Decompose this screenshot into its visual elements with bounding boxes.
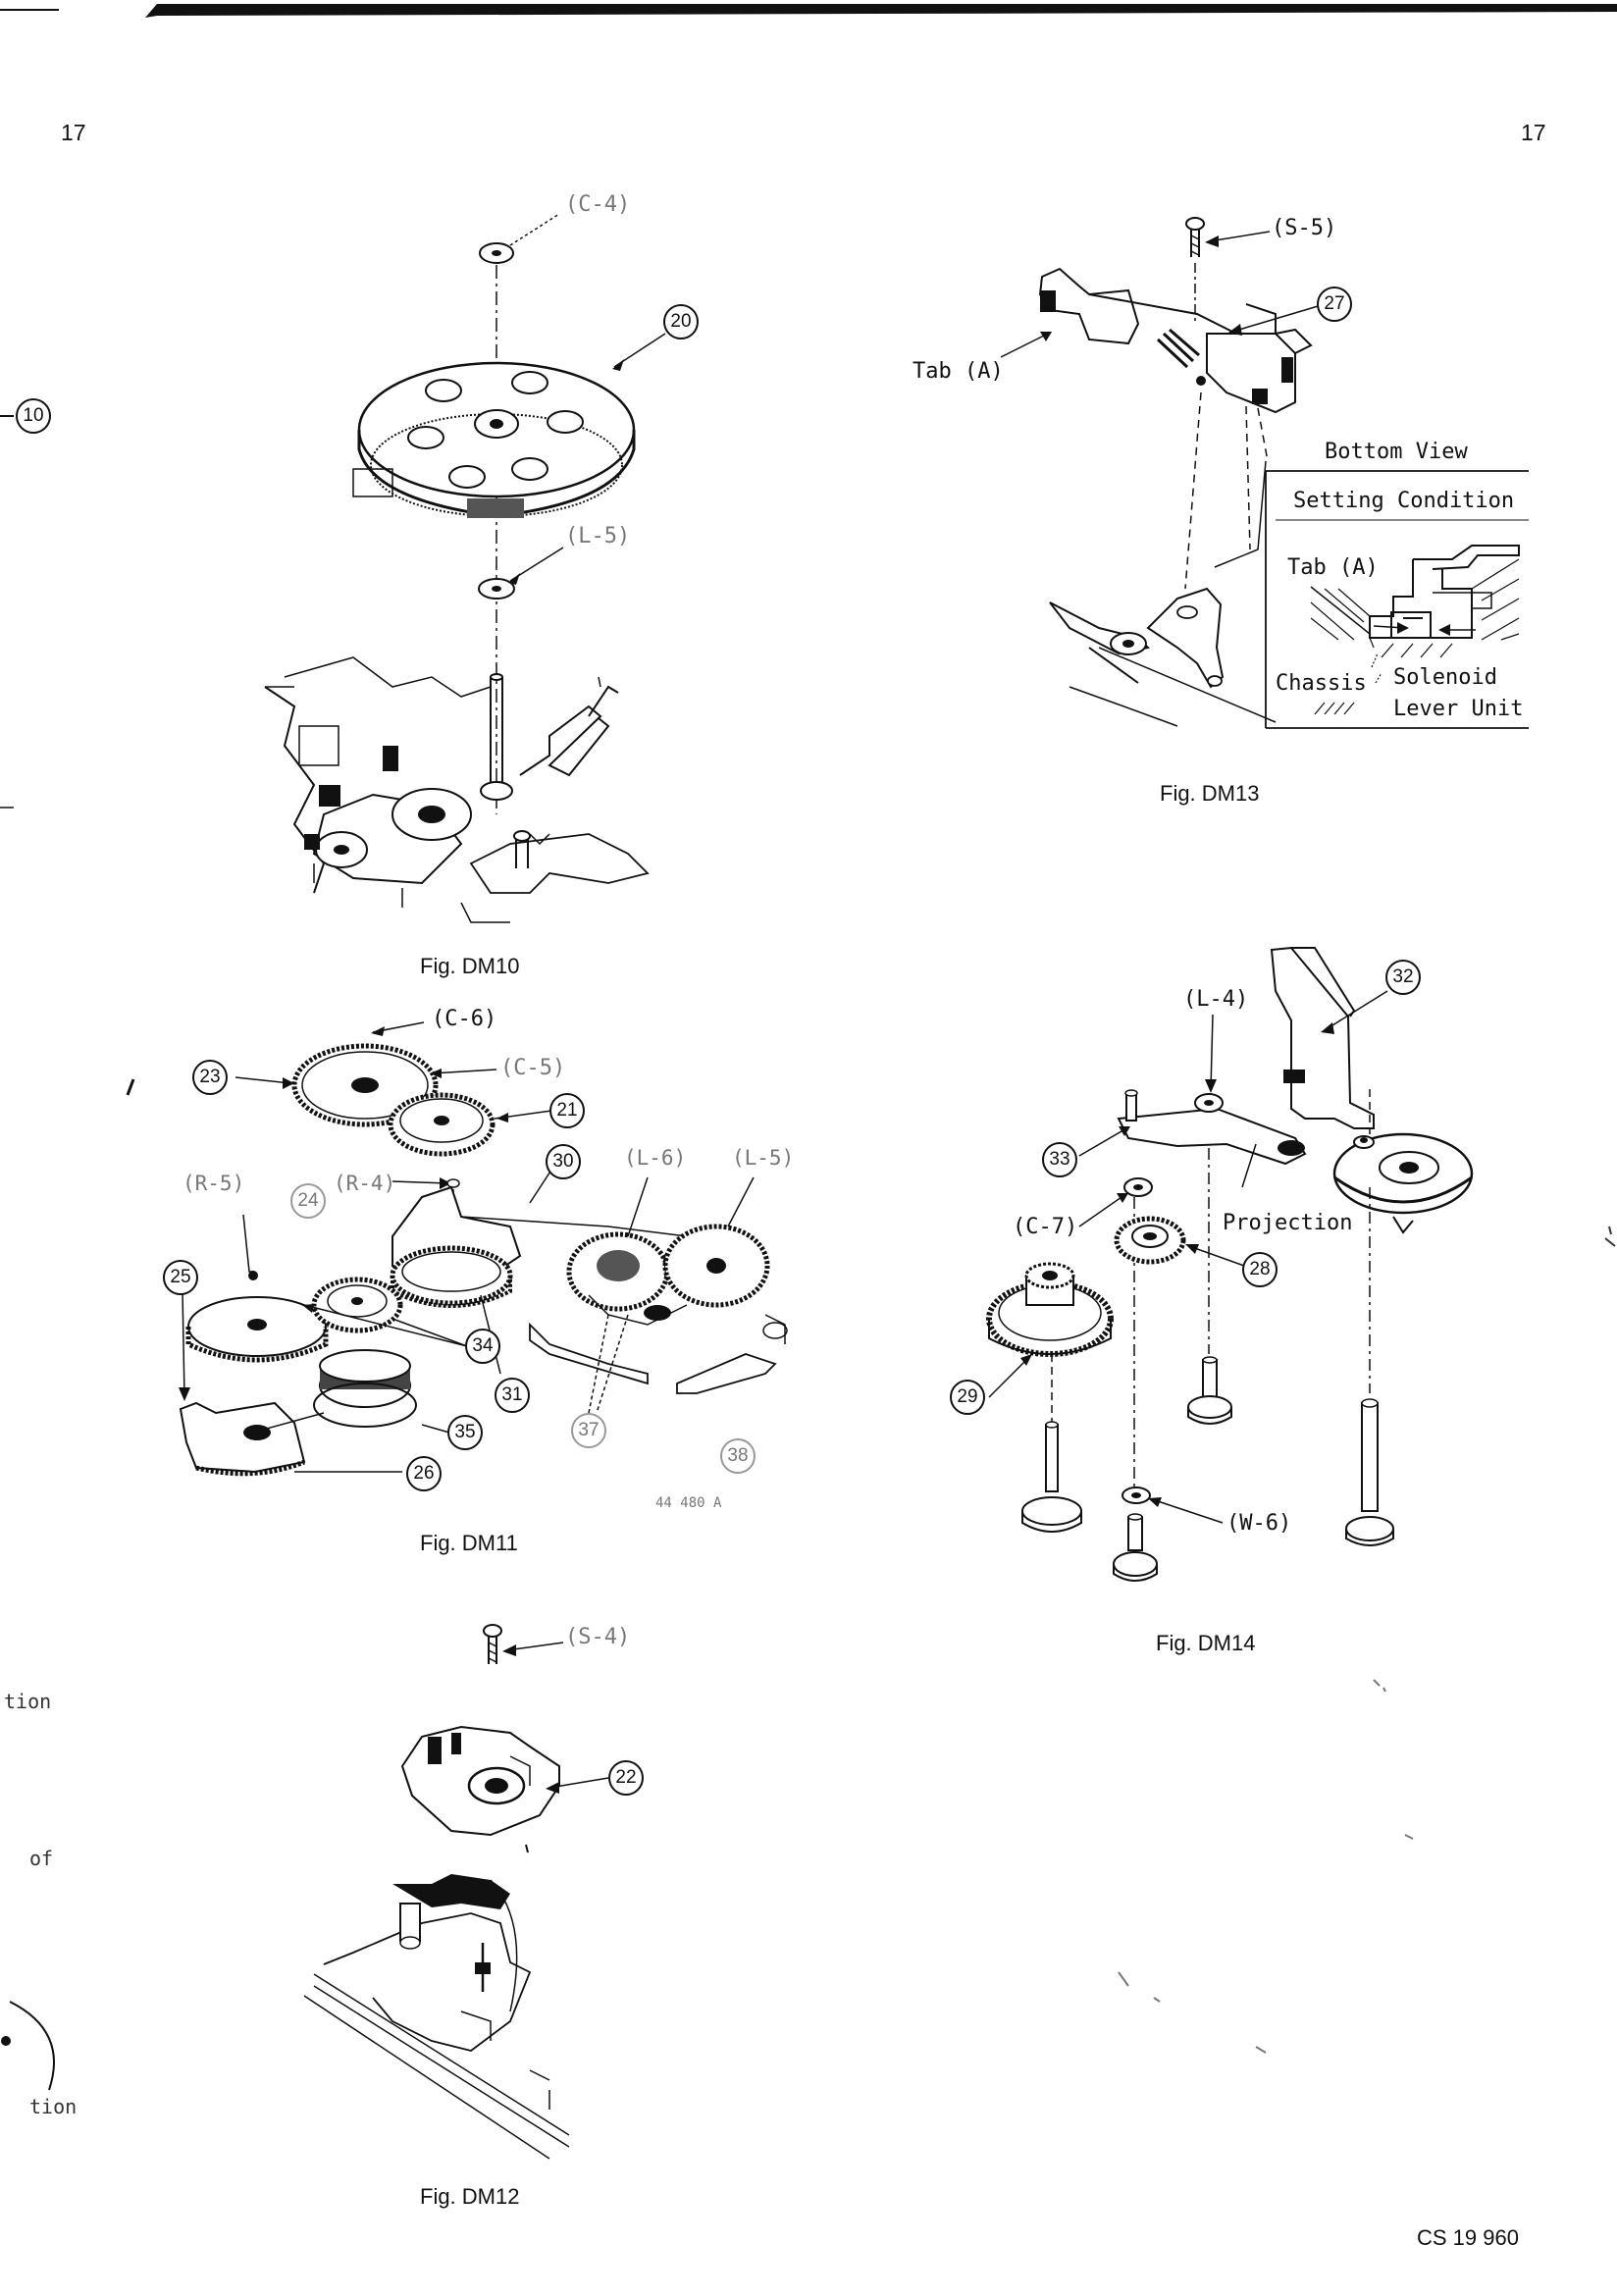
callout-c6: (C-6): [432, 1007, 497, 1031]
callout-s5: (S-5): [1272, 216, 1337, 240]
inset-label-solenoid: Solenoid: [1393, 665, 1497, 690]
callout-21: 21: [549, 1093, 585, 1128]
callout-w6: (W-6): [1226, 1511, 1292, 1536]
fig-dm10-caption: Fig. DM10: [420, 954, 520, 978]
callout-25: 25: [163, 1260, 198, 1295]
callout-23: 23: [192, 1060, 228, 1095]
callout-33: 33: [1042, 1142, 1077, 1177]
fig-dm12-caption: Fig. DM12: [420, 2184, 520, 2209]
dm11-footnote: 44 480 A: [655, 1495, 722, 1511]
fig-dm14-caption: Fig. DM14: [1156, 1631, 1256, 1655]
margin-arc: [1, 2001, 55, 2091]
callout-35: 35: [447, 1415, 483, 1450]
callout-l4: (L-4): [1183, 987, 1249, 1012]
fig-dm13-caption: Fig. DM13: [1160, 781, 1260, 806]
inset-label-lever: Lever Unit: [1393, 697, 1524, 721]
callout-c7: (C-7): [1013, 1215, 1078, 1239]
top-binding-bar: [0, 4, 1617, 18]
callout-29: 29: [950, 1380, 985, 1415]
callout-l6: (L-6): [624, 1146, 687, 1170]
callout-c4: (C-4): [565, 192, 631, 217]
callout-27: 27: [1317, 287, 1352, 322]
inset-subtitle: Setting Condition: [1293, 489, 1515, 513]
inset-label-chassis: Chassis: [1276, 671, 1367, 696]
callout-l5-b: (L-5): [732, 1146, 795, 1170]
page-number-right: 17: [1521, 120, 1546, 145]
callout-32: 32: [1385, 960, 1421, 995]
callout-34: 34: [465, 1329, 500, 1364]
callout-r4: (R-4): [334, 1172, 396, 1195]
callout-c5: (C-5): [500, 1056, 566, 1080]
callout-24: 24: [290, 1183, 326, 1219]
callout-20: 20: [663, 304, 699, 339]
callout-projection: Projection: [1223, 1211, 1353, 1235]
callout-r5: (R-5): [183, 1172, 245, 1195]
callout-37: 37: [571, 1413, 606, 1448]
callout-38: 38: [720, 1438, 756, 1474]
callout-tab-a: Tab (A): [913, 359, 1004, 384]
margin-lines: [0, 415, 14, 809]
callout-26: 26: [406, 1456, 442, 1491]
margin-fragment-3: tion: [29, 2095, 78, 2118]
doc-code: CS 19 960: [1417, 2225, 1519, 2250]
margin-fragment-2: of: [29, 1847, 54, 1870]
callout-30: 30: [546, 1144, 581, 1179]
page-number-left: 17: [61, 120, 86, 145]
fig-dm11-caption: Fig. DM11: [420, 1531, 518, 1555]
callout-22: 22: [608, 1760, 644, 1796]
callout-28: 28: [1242, 1252, 1278, 1287]
callout-l5: (L-5): [565, 524, 631, 548]
callout-31: 31: [495, 1378, 530, 1413]
callout-10: 10: [16, 398, 51, 434]
inset-title: Bottom View: [1325, 440, 1468, 464]
callout-s4: (S-4): [565, 1625, 631, 1649]
inset-label-tab: Tab (A): [1287, 555, 1379, 580]
margin-fragment-1: tion: [4, 1690, 52, 1713]
